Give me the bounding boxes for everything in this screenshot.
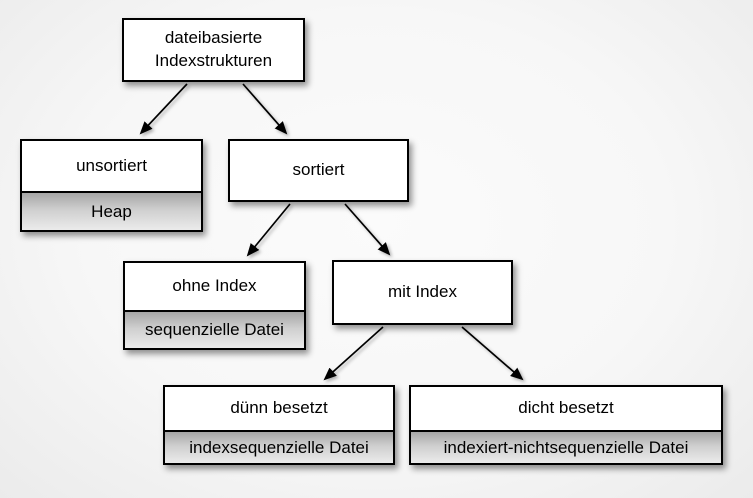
node-duenn-besetzt: dünn besetzt indexsequenzielle Datei [163, 385, 395, 465]
node-ohne-index-sublabel: sequenzielle Datei [125, 310, 304, 348]
node-mit-index-label: mit Index [388, 282, 457, 302]
edge-mit-index-dicht [461, 326, 524, 381]
edge-root-unsortiert [139, 83, 188, 135]
node-dicht-besetzt-label: dicht besetzt [518, 398, 614, 418]
node-sortiert: sortiert [228, 139, 409, 202]
node-unsortiert: unsortiert Heap [20, 139, 203, 232]
node-dicht-besetzt-sublabel: indexiert-nichtsequenzielle Datei [411, 430, 721, 463]
node-unsortiert-label: unsortiert [76, 155, 147, 175]
edge-root-sortiert [242, 83, 288, 135]
edge-mit-index-duenn [323, 326, 384, 381]
node-sortiert-label: sortiert [292, 160, 345, 180]
node-dicht-besetzt: dicht besetzt indexiert-nichtsequenziell… [409, 385, 723, 465]
edge-sortiert-mit-index [344, 203, 391, 256]
node-root: dateibasierte Indexstrukturen [122, 18, 305, 82]
node-unsortiert-sublabel: Heap [22, 191, 201, 230]
node-duenn-besetzt-sublabel: indexsequenzielle Datei [165, 430, 393, 463]
edge-sortiert-ohne-index [246, 203, 291, 257]
node-ohne-index-label: ohne Index [172, 276, 257, 296]
node-ohne-index: ohne Index sequenzielle Datei [123, 261, 306, 350]
node-mit-index: mit Index [332, 260, 513, 325]
node-root-label: dateibasierte Indexstrukturen [154, 28, 273, 70]
node-duenn-besetzt-label: dünn besetzt [230, 398, 328, 418]
